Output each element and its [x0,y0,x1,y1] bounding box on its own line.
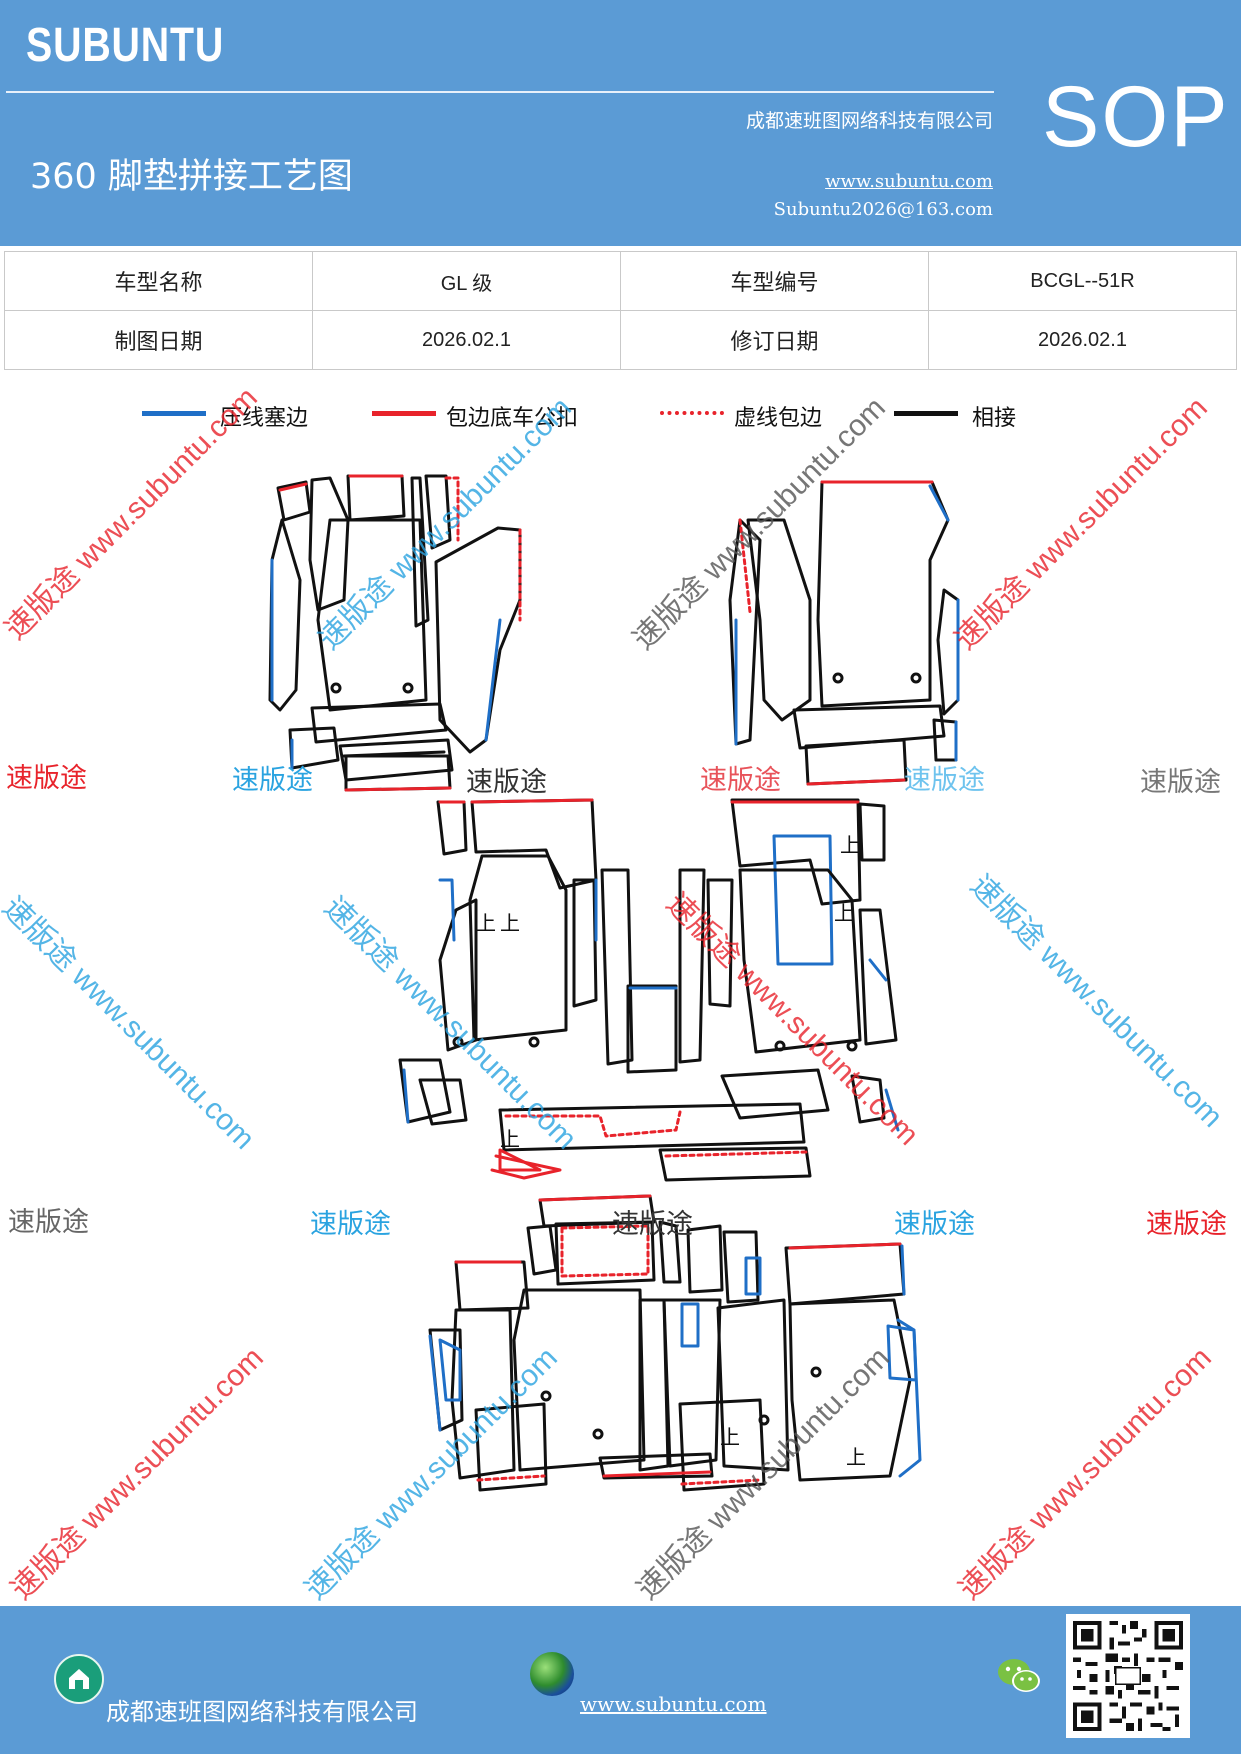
header-divider [6,91,994,93]
table-cell: 2026.02.1 [312,310,621,370]
legend-swatch [894,411,958,416]
direction-mark: 上 [840,833,860,857]
company-name: 成都速班图网络科技有限公司 [745,110,993,132]
legend-label: 相接 [972,406,1017,431]
footer-company-name: 成都速班图网络科技有限公司 [106,1698,418,1726]
legend-label: 虚线包边 [734,406,823,431]
header-banner: SUBUNTU 360 脚垫拼接工艺图 成都速班图网络科技有限公司 www.su… [0,0,1241,246]
legend-swatch [142,411,206,416]
vehicle-info-table: 车型名称 GL 级 车型编号 BCGL--51R 制图日期 2026.02.1 … [4,251,1237,370]
brand-label: 速版途 [466,767,547,798]
table-cell: GL 级 [312,251,621,311]
direction-mark: 上 [834,901,854,925]
mat-front-right [728,480,960,786]
brand-logo: SUBUNTU [26,19,225,72]
mat-rear-row [428,1194,922,1492]
legend: 压线塞边 包边底车公扣 虚线包边 相接 [0,400,1241,440]
direction-mark: 上 [500,1127,520,1151]
legend-label: 压线塞边 [220,406,309,431]
direction-mark: 上 [500,911,520,935]
direction-mark: 上 [846,1445,866,1469]
brand-label: 速版途 [612,1209,693,1240]
brand-label: 速版途 [232,765,313,796]
table-row: 制图日期 2026.02.1 修订日期 2026.02.1 [4,310,1237,370]
globe-icon [530,1652,574,1696]
table-cell: 车型编号 [620,251,929,311]
brand-label: 速版途 [894,1209,975,1240]
footer-website-link[interactable]: www.subuntu.com [580,1692,767,1716]
brand-label: 速版途 [310,1209,391,1240]
brand-label: 速版途 [1140,767,1221,798]
mat-middle-row [398,798,900,1182]
table-cell: 车型名称 [4,251,313,311]
page-title: 360 脚垫拼接工艺图 [30,157,353,197]
brand-label: 速版途 [6,763,87,794]
email-address: Subuntu2026@163.com [773,199,993,220]
legend-swatch [660,411,724,415]
legend-swatch [372,411,436,416]
home-icon [54,1654,104,1704]
legend-label: 包边底车公扣 [446,406,579,431]
mat-front-left [268,474,522,792]
direction-mark: 上 [476,911,496,935]
brand-label: 速版途 [8,1207,89,1238]
table-cell: 制图日期 [4,310,313,370]
brand-label: 速版途 [1146,1209,1227,1240]
brand-label: 速版途 [904,765,985,796]
footer-bar: 成都速班图网络科技有限公司 www.subuntu.com [0,1606,1241,1754]
direction-mark: 上 [720,1425,740,1449]
sop-badge: SOP [1042,69,1230,165]
website-link[interactable]: www.subuntu.com [825,171,993,192]
brand-label: 速版途 [700,765,781,796]
qr-code [1066,1614,1190,1738]
table-cell: 2026.02.1 [928,310,1237,370]
table-cell: 修订日期 [620,310,929,370]
wechat-icon[interactable] [996,1656,1042,1696]
